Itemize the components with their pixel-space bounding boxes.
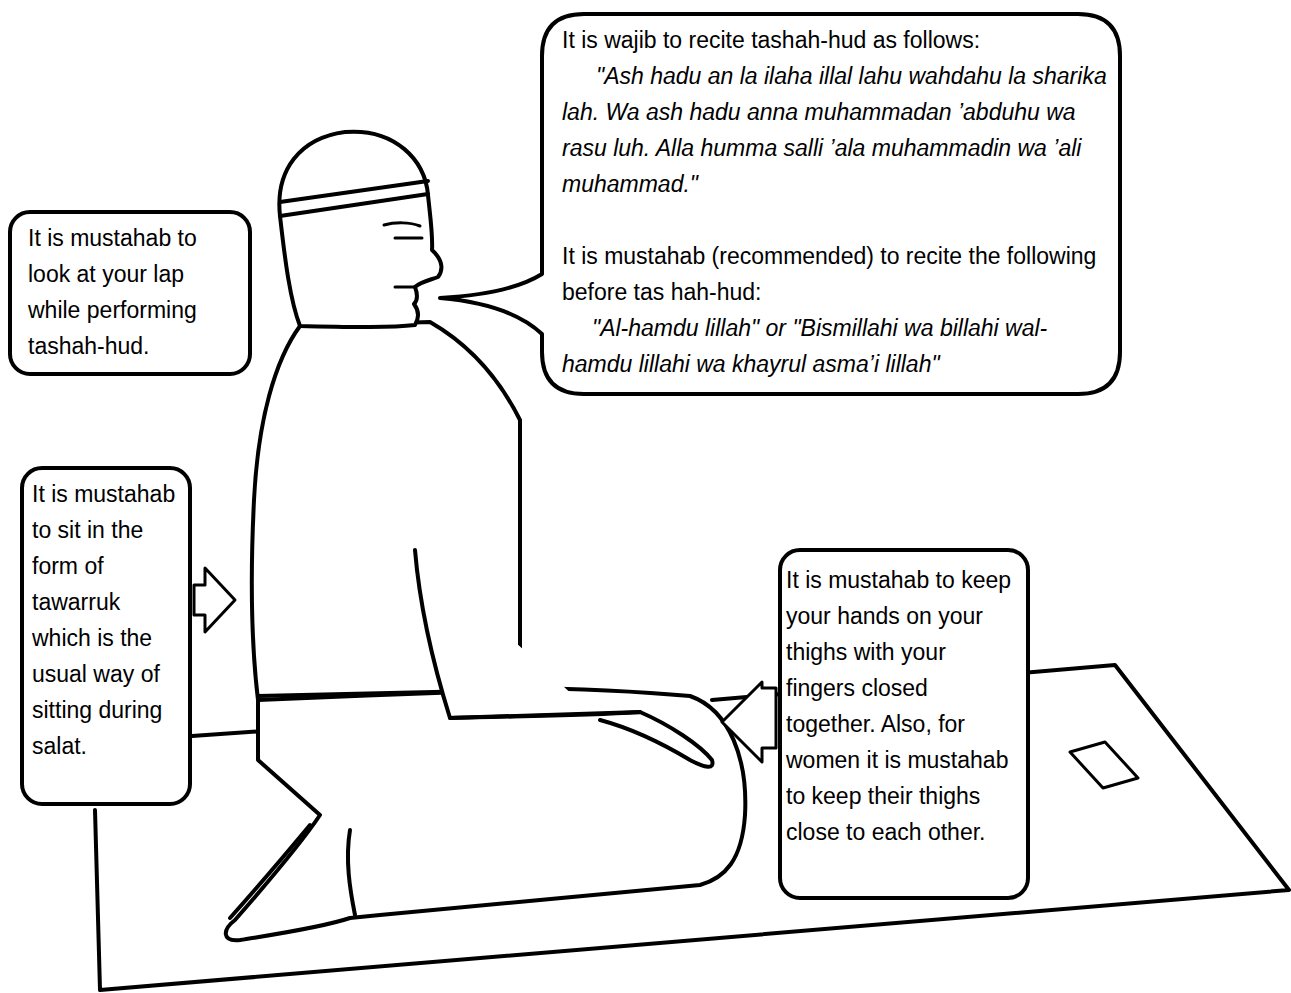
eyebrow — [384, 223, 420, 226]
callout-text: It is mustahab to keep your hands on you… — [786, 562, 1018, 850]
mouth — [395, 286, 414, 289]
mat-edge — [95, 665, 1289, 990]
eye — [395, 237, 422, 240]
callout-box: It is mustahab to sit in the form of taw… — [20, 466, 192, 806]
pointer-arrow — [722, 682, 776, 762]
callout-text: It is wajib to recite tashah-hud as foll… — [562, 22, 1108, 58]
callout-text: It is mustahab to sit in the form of taw… — [32, 476, 182, 764]
foot-line — [348, 830, 355, 915]
callout-text: "Ash hadu an la ilaha illal lahu wahdahu… — [562, 58, 1108, 202]
speech-bubble: It is wajib to recite tashah-hud as foll… — [540, 12, 1122, 396]
bubble-outline — [440, 14, 1120, 394]
foot-line — [230, 825, 310, 918]
hand — [450, 712, 640, 718]
callout-text: "Al-hamdu lillah" or "Bismillahi wa bill… — [562, 310, 1108, 382]
arm — [415, 550, 713, 767]
callout-text: It is mustahab (recommended) to recite t… — [562, 238, 1108, 310]
pointer-arrow — [194, 568, 235, 632]
cap-band — [280, 181, 428, 202]
callout-box: It is mustahab to keep your hands on you… — [778, 548, 1030, 900]
mat-edge — [192, 731, 265, 736]
head — [279, 132, 441, 327]
callout-box: It is mustahab to look at your lap while… — [8, 210, 252, 376]
callout-text: It is mustahab to look at your lap while… — [28, 220, 238, 364]
mat-mark — [1070, 742, 1138, 788]
